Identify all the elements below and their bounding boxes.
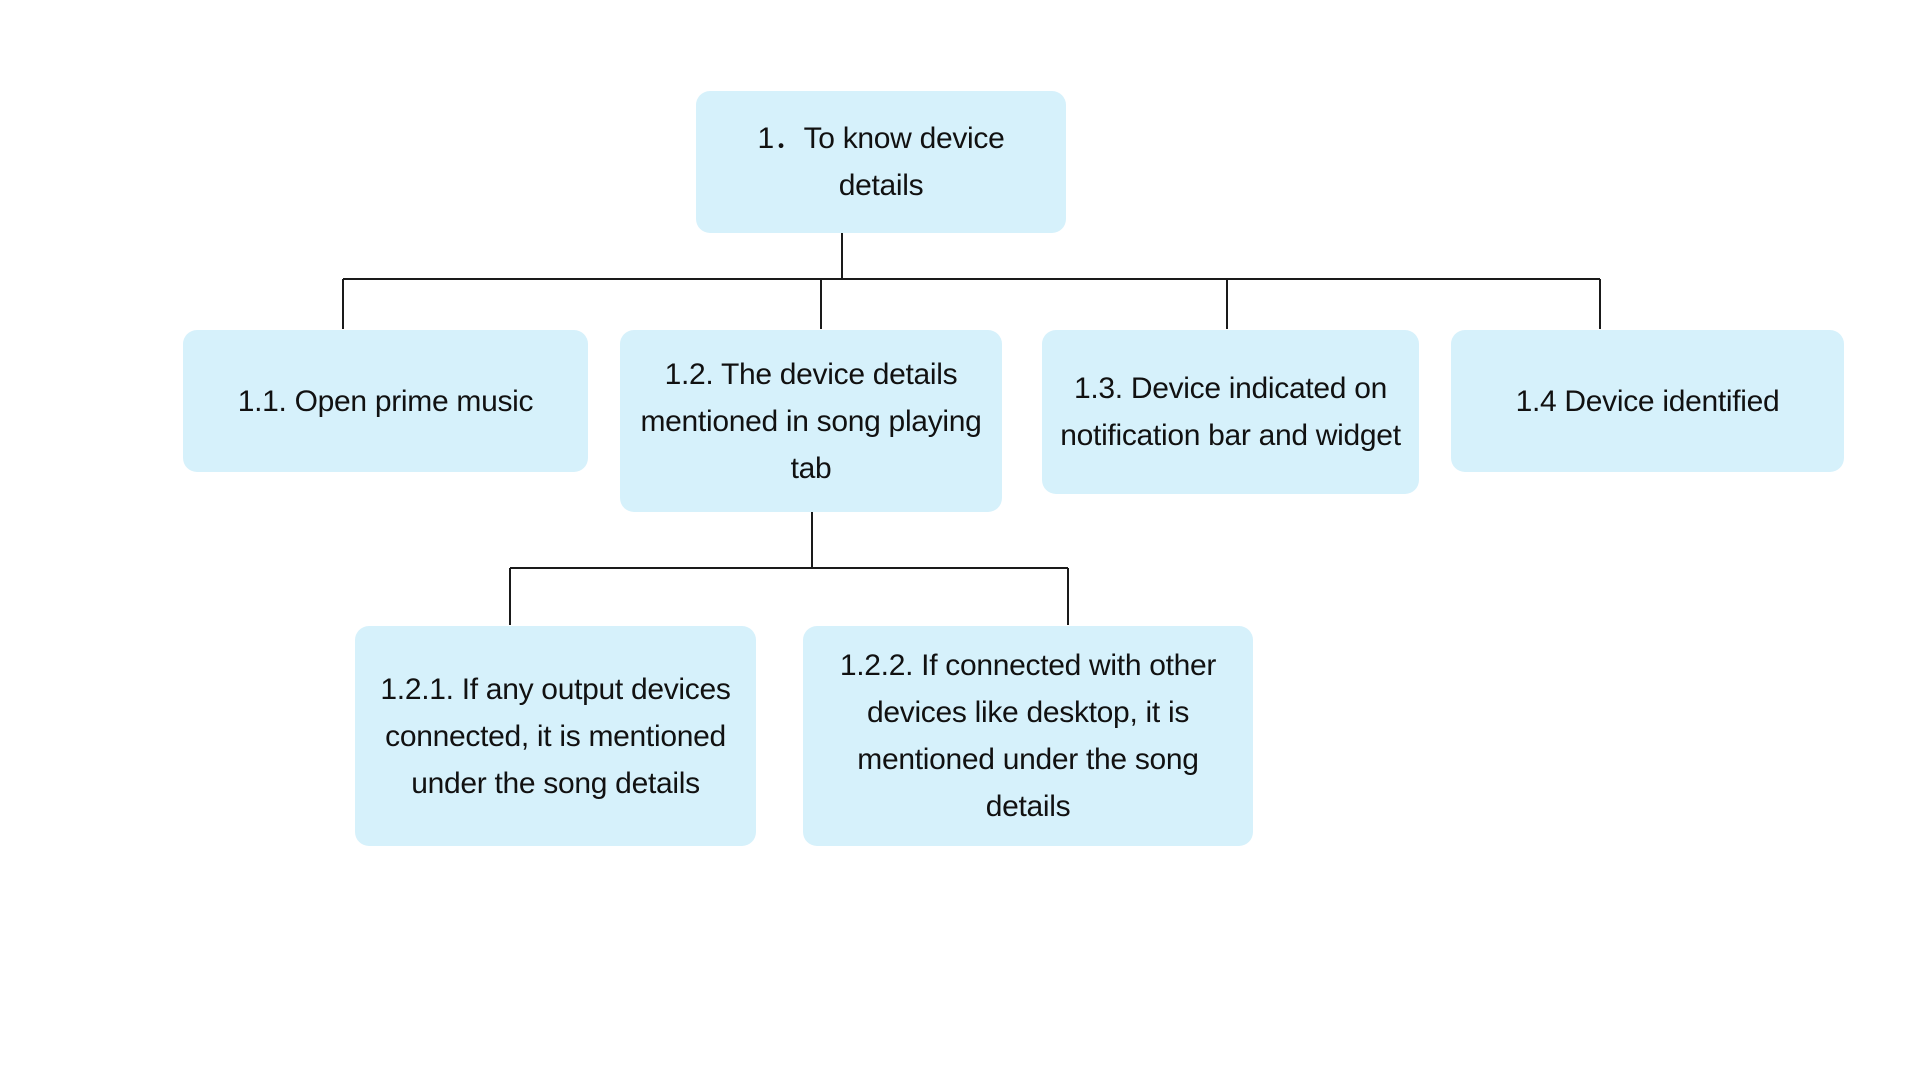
node-1-2-2-label: 1.2.2. If connected with other devices l… — [839, 649, 1217, 823]
node-1-4: 1.4 Device identified — [1451, 330, 1844, 472]
node-1-3-label: 1.3. Device indicated on notification ba… — [1060, 372, 1401, 452]
node-1-2: 1.2. The device details mentioned in son… — [620, 330, 1002, 512]
node-1-2-1: 1.2.1. If any output devices connected, … — [355, 626, 756, 846]
node-1-1: 1.1. Open prime music — [183, 330, 588, 472]
node-1-1-label: 1.1. Open prime music — [237, 384, 534, 418]
node-root-label: 1．To know device details — [757, 122, 1005, 202]
node-1-2-label: 1.2. The device details mentioned in son… — [640, 357, 982, 485]
node-1-2-2: 1.2.2. If connected with other devices l… — [803, 626, 1253, 846]
node-1-2-1-label: 1.2.1. If any output devices connected, … — [380, 672, 731, 800]
node-1-4-label: 1.4 Device identified — [1515, 384, 1780, 418]
node-root: 1．To know device details — [696, 91, 1066, 233]
node-1-3: 1.3. Device indicated on notification ba… — [1042, 330, 1419, 494]
